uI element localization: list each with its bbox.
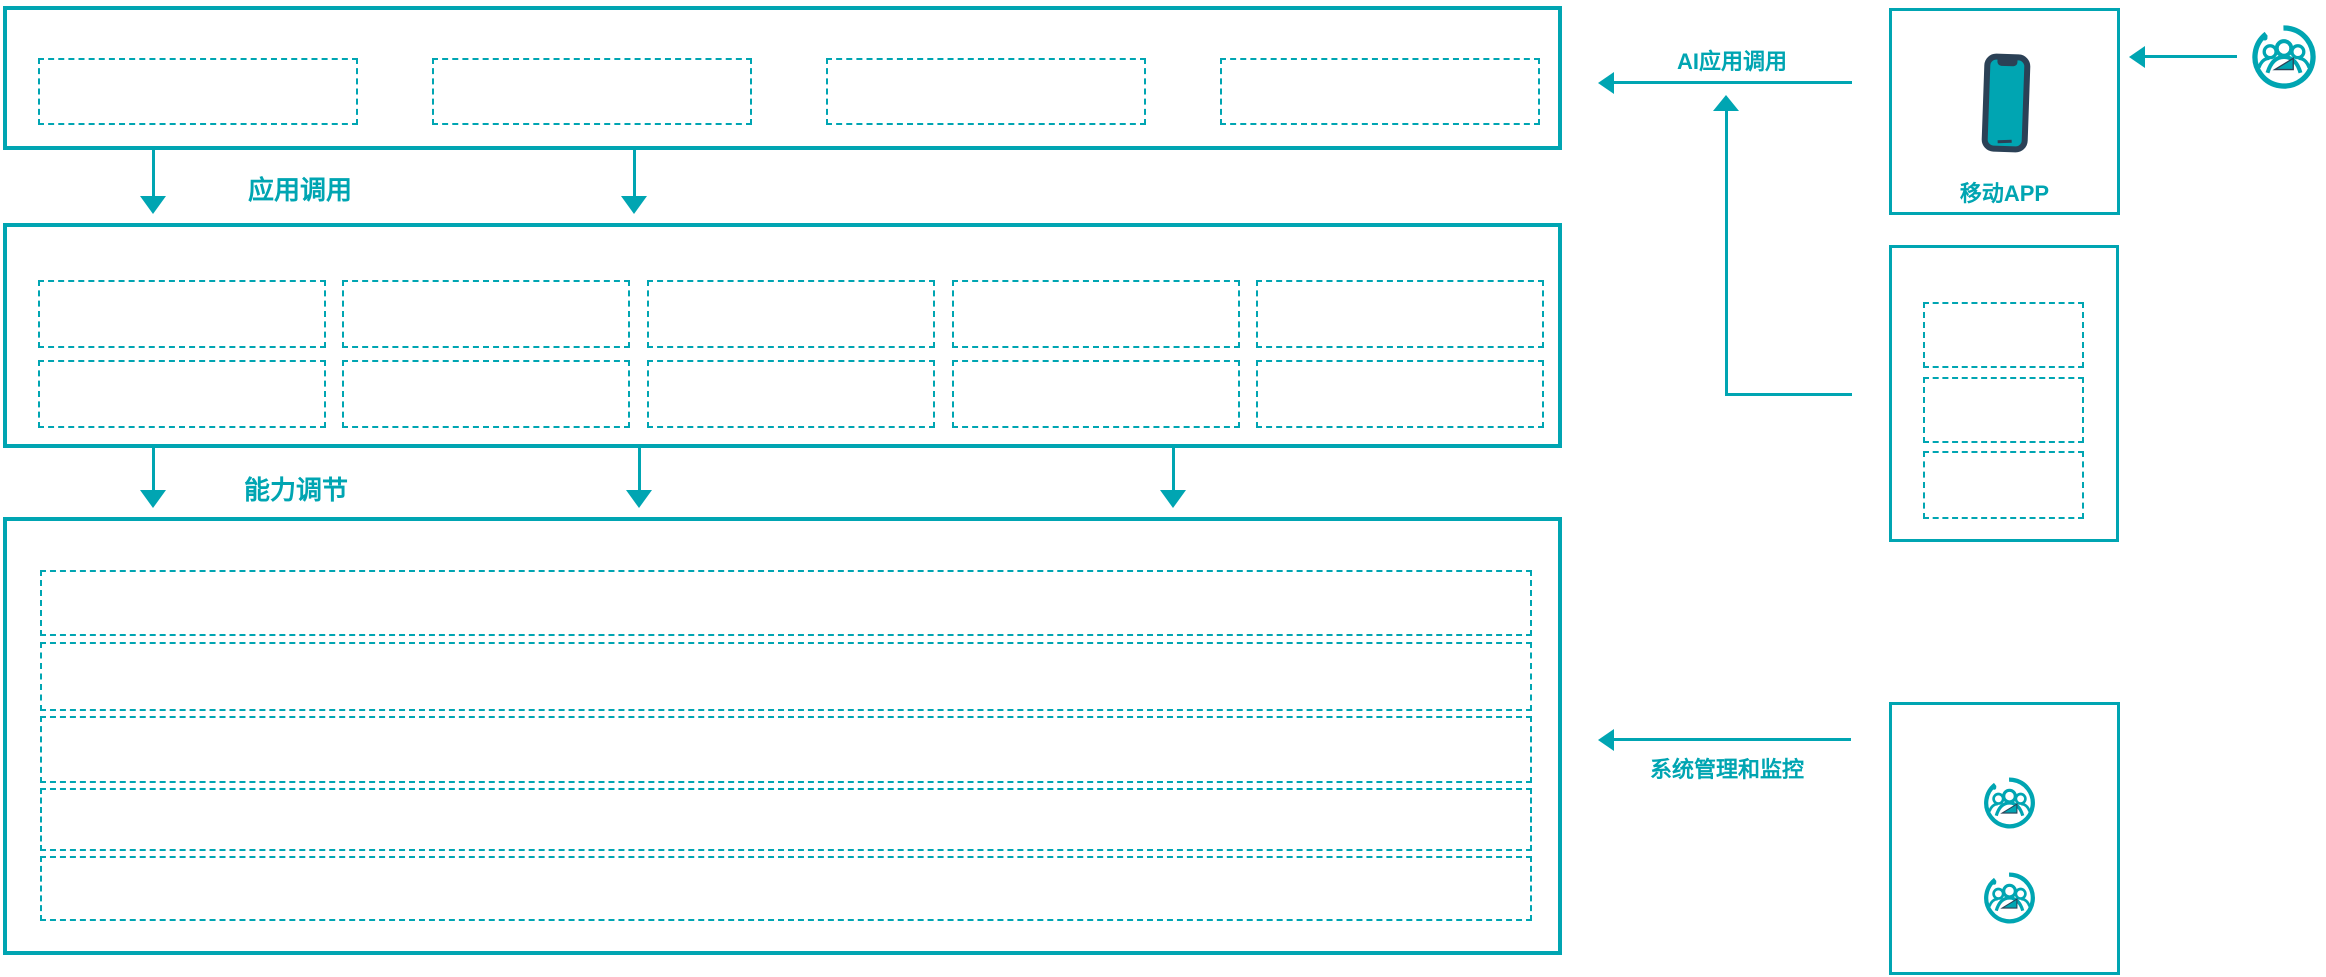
placeholder-box (342, 360, 630, 428)
down-arrow-head-icon (621, 196, 647, 214)
placeholder-box (1923, 451, 2084, 519)
ai-call-arrow-line (1614, 81, 1852, 84)
placeholder-box (952, 360, 1240, 428)
smartphone-icon (1981, 53, 2031, 153)
placeholder-box (1923, 377, 2084, 443)
app-call-label: 应用调用 (248, 175, 353, 205)
placeholder-row (40, 856, 1532, 921)
down-arrow-head-icon (140, 196, 166, 214)
down-arrow-head-icon (626, 490, 652, 508)
mobile-app-label: 移动APP (1959, 181, 2050, 206)
down-arrow-line (633, 150, 636, 198)
connector-line (1725, 110, 1728, 396)
down-arrow-head-icon (1160, 490, 1186, 508)
connector-line (1725, 393, 1852, 396)
placeholder-box (1256, 280, 1544, 348)
system-monitor-arrow-line (1614, 738, 1851, 741)
placeholder-row (40, 716, 1532, 783)
placeholder-box (1923, 302, 2084, 368)
placeholder-box (647, 280, 935, 348)
capability-adjust-label: 能力调节 (244, 475, 349, 505)
placeholder-box (38, 58, 358, 125)
down-arrow-head-icon (140, 490, 166, 508)
user-group-icon (2252, 25, 2316, 89)
placeholder-box (1256, 360, 1544, 428)
placeholder-box (952, 280, 1240, 348)
placeholder-box (826, 58, 1146, 125)
down-arrow-line (152, 150, 155, 198)
up-arrow-head-icon (1713, 95, 1739, 111)
left-arrow-head-icon (1598, 729, 1614, 751)
down-arrow-line (152, 448, 155, 492)
system-monitor-label: 系统管理和监控 (1650, 757, 1805, 782)
placeholder-row (40, 642, 1532, 711)
left-arrow-head-icon (1598, 72, 1614, 94)
placeholder-row (40, 788, 1532, 851)
placeholder-box (38, 280, 326, 348)
user-group-icon (1984, 872, 2035, 924)
down-arrow-line (638, 448, 641, 492)
user-to-app-arrow-line (2145, 55, 2237, 58)
placeholder-box (1220, 58, 1540, 125)
placeholder-box (432, 58, 752, 125)
admin-users-box (1889, 702, 2120, 975)
placeholder-box (647, 360, 935, 428)
user-group-icon (1984, 777, 2035, 829)
ai-app-call-label: AI应用调用 (1677, 49, 1788, 74)
placeholder-box (38, 360, 326, 428)
placeholder-row (40, 570, 1532, 636)
left-arrow-head-icon (2129, 46, 2145, 68)
down-arrow-line (1172, 448, 1175, 492)
placeholder-box (342, 280, 630, 348)
